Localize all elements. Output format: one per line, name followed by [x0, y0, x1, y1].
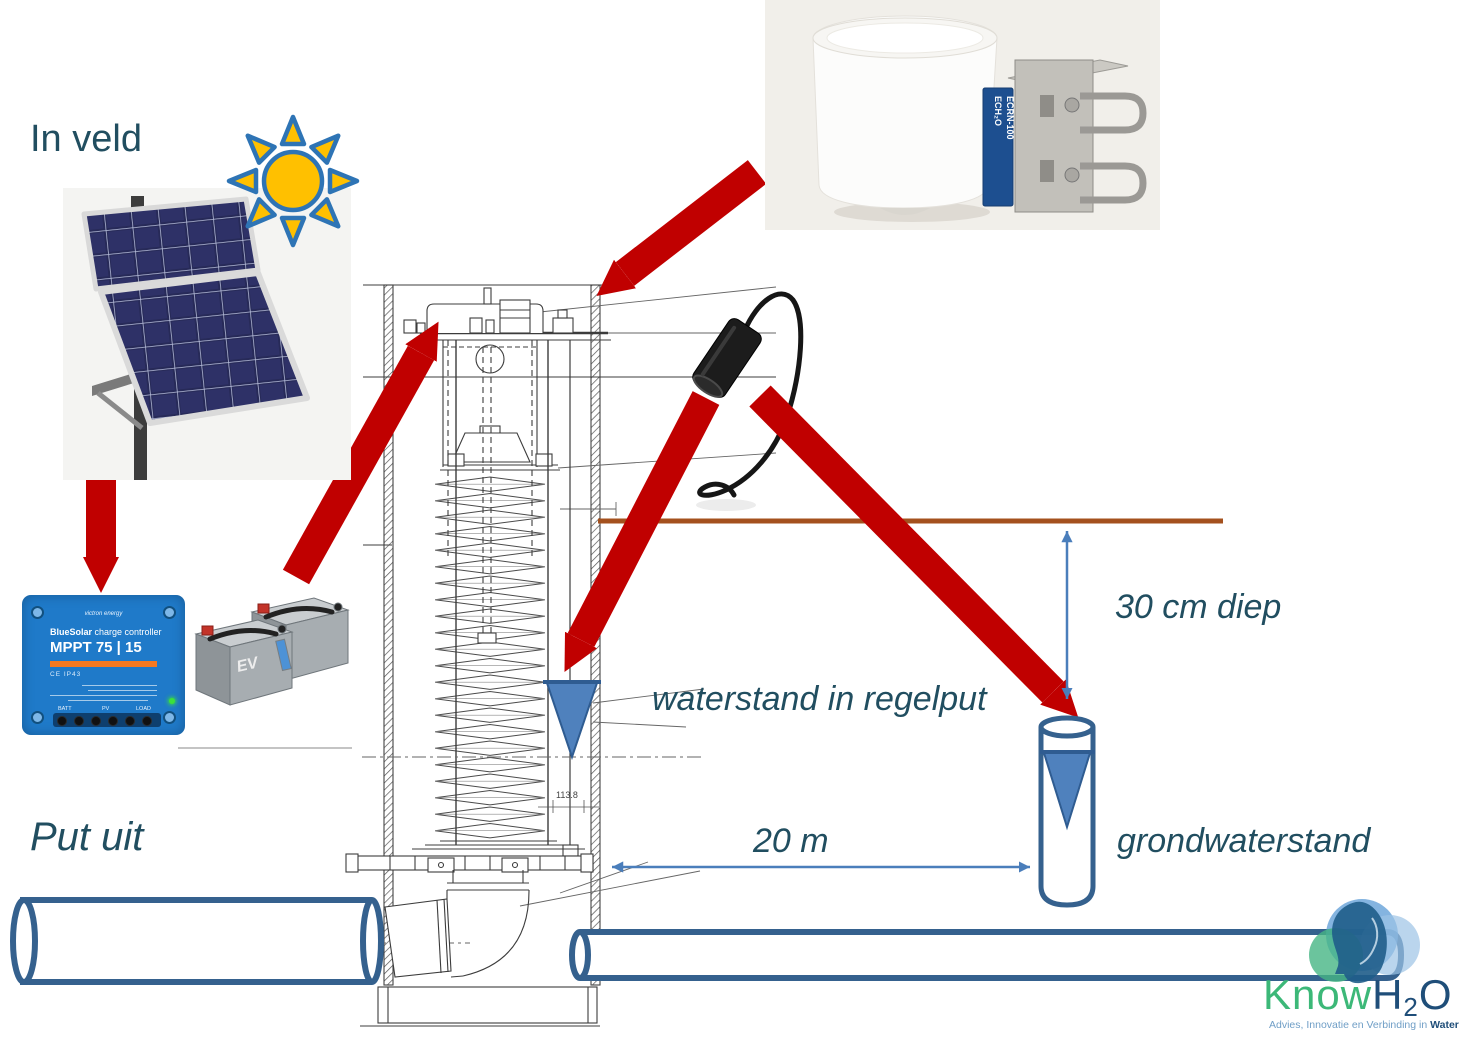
solar-panel-photo: [63, 188, 351, 480]
controller-cert: CE IP43: [50, 671, 82, 678]
dimension-113-8: [538, 800, 599, 813]
logo-h: H: [1372, 971, 1404, 1018]
sensor-cable: [697, 291, 804, 498]
drain-pipe-right: [569, 929, 1405, 981]
controller-product-name: BlueSolar charge controller: [50, 627, 162, 637]
well-porthole-circle: [475, 344, 505, 374]
regelput-well-schematic: [340, 284, 777, 1027]
controller-terminal-strip: [53, 713, 161, 727]
label-waterstand-regelput: waterstand in regelput: [652, 680, 987, 718]
controller-spec-line: [50, 695, 157, 696]
terminal-dot: [142, 716, 152, 726]
arrow-battery-to-well: [282, 321, 439, 585]
terminal-dot: [57, 716, 67, 726]
controller-model: MPPT 75 | 15: [50, 639, 142, 656]
solar-panel-lower: [98, 270, 310, 426]
dimension-arrows: [612, 531, 1073, 873]
label-in-veld: In veld: [30, 118, 142, 160]
groundwater-tube: [1038, 715, 1096, 908]
logo-know: Know: [1263, 971, 1373, 1018]
arrow-sensor-to-groundwater: [749, 385, 1079, 718]
terminal-dot: [108, 716, 118, 726]
terminal-dot: [91, 716, 101, 726]
battery-photo: EV: [178, 597, 352, 749]
controller-spec-line: [68, 700, 148, 701]
terminal-label-batt: BATT: [58, 706, 72, 712]
pipes: [10, 897, 1405, 985]
outlet-pipe-left: [10, 897, 384, 985]
logo-subscript-2: 2: [1403, 992, 1419, 1022]
battery-label: EV: [235, 654, 261, 676]
label-put-uit: Put uit: [30, 815, 144, 859]
well-water-level-marker: [543, 680, 601, 761]
water-level-sensor-photo: [692, 291, 804, 511]
label-20m: 20 m: [753, 822, 829, 860]
well-base: [360, 986, 600, 1027]
logo-tagline-regular: Advies, Innovatie en Verbinding in: [1269, 1019, 1431, 1031]
terminal-dot: [125, 716, 135, 726]
knowh2o-logo-head-icon: [1309, 899, 1420, 984]
rain-gauge-label-line2: ECRN-100: [1005, 96, 1015, 140]
rain-gauge-label-line1: ECH₂O: [993, 96, 1003, 126]
logo-o: O: [1418, 971, 1453, 1018]
screw-icon: [31, 711, 44, 724]
water-level-triangle-icon: [545, 682, 599, 761]
controller-status-led: [169, 698, 175, 704]
logo-tagline-bold: Water: [1430, 1019, 1459, 1031]
screw-icon: [163, 606, 176, 619]
label-grondwaterstand: grondwaterstand: [1117, 822, 1371, 860]
arrow-raingauge-to-well: [596, 160, 767, 297]
knowh2o-logo-text: KnowH2O: [1263, 971, 1453, 1022]
sensor-body: [692, 318, 762, 398]
controller-orange-stripe: [50, 661, 157, 667]
terminal-dot: [74, 716, 84, 726]
u-bolt-top: [1080, 92, 1147, 134]
float-mechanism: [403, 287, 611, 341]
elbow-pipe: [384, 870, 530, 978]
screw-icon: [163, 711, 176, 724]
sun-icon: [226, 114, 360, 248]
logo-tagline: Advies, Innovatie en Verbinding in Water: [1269, 1019, 1459, 1031]
rain-gauge-label: [982, 87, 1014, 207]
mounting-bracket: [1007, 59, 1147, 213]
mounting-bracket: [345, 853, 594, 873]
rain-gauge-photo: ECH₂O ECRN-100: [765, 0, 1160, 230]
leader-lines: [519, 286, 777, 907]
arrow-sensor-to-wellwater: [564, 391, 720, 672]
controller-spec-line: [82, 685, 157, 686]
bellows: [435, 476, 545, 839]
battery-front: EV: [194, 619, 294, 706]
dimension-113-8-label: 113.8: [556, 790, 578, 800]
controller-product-rest: charge controller: [92, 627, 162, 637]
label-30cm-diep: 30 cm diep: [1115, 588, 1282, 626]
terminal-label-load: LOAD: [136, 706, 151, 712]
u-bolt-bottom: [1080, 162, 1147, 204]
charge-controller-photo: victron energy BlueSolar charge controll…: [22, 595, 185, 735]
screw-icon: [31, 606, 44, 619]
controller-brand: victron energy: [84, 611, 123, 617]
controller-spec-line: [88, 690, 157, 691]
terminal-label-pv: PV: [102, 706, 110, 712]
controller-product-bold: BlueSolar: [50, 627, 93, 637]
